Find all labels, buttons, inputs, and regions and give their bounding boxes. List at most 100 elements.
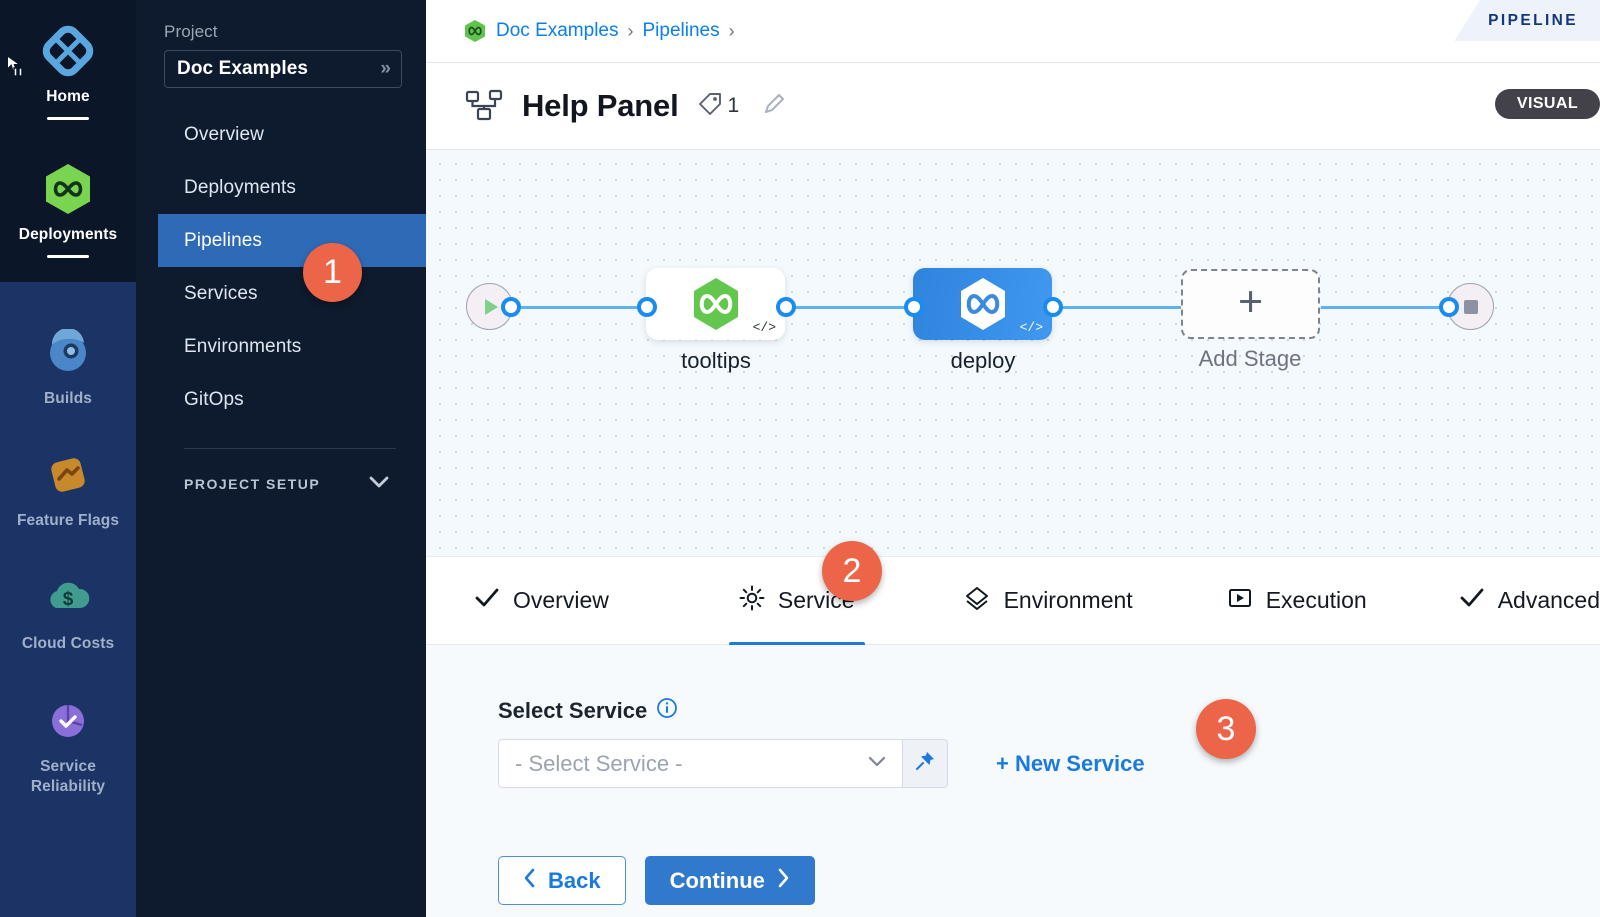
- tab-advanced[interactable]: Advanced: [1449, 557, 1600, 645]
- service-reliability-icon: [41, 694, 95, 748]
- add-stage-button[interactable]: +: [1181, 269, 1320, 339]
- pipeline-corner-tab: PIPELINE: [1454, 0, 1600, 41]
- continue-button-label: Continue: [669, 867, 765, 893]
- end-node-port[interactable]: [1439, 297, 1459, 317]
- check-icon: [1459, 587, 1485, 614]
- stage-tab-bar: Overview Service: [426, 557, 1600, 646]
- sidebar-label-environments: Environments: [184, 335, 302, 357]
- sidebar-nav: Overview Deployments Pipelines Services …: [136, 108, 426, 426]
- tooltips-input-port[interactable]: [637, 297, 657, 317]
- stop-square-icon: [1463, 299, 1478, 314]
- chevron-down-icon: [866, 754, 888, 773]
- project-label: Project: [164, 22, 218, 41]
- rail-underline-deployments: [47, 254, 89, 258]
- sidebar-label-gitops: GitOps: [184, 388, 244, 410]
- sidebar-divider: [184, 448, 396, 449]
- stage-node-deploy[interactable]: </>: [913, 268, 1052, 340]
- sidebar-item-environments[interactable]: Environments: [136, 320, 426, 373]
- chevron-left-icon: [523, 868, 537, 894]
- step-badge-1: 1: [303, 243, 362, 302]
- pipeline-corner-tab-label: PIPELINE: [1488, 11, 1578, 29]
- rail-label-deployments: Deployments: [18, 225, 118, 243]
- continue-button[interactable]: Continue: [644, 856, 815, 905]
- step-badge-2-number: 2: [842, 551, 862, 590]
- sidebar-label-pipelines: Pipelines: [184, 229, 263, 251]
- project-sidebar: Project Doc Examples » Overview Deployme…: [136, 0, 426, 917]
- sidebar-item-deployments[interactable]: Deployments: [136, 161, 426, 214]
- layers-diamond-icon: [963, 584, 991, 617]
- rail-label-service-reliability: Service Reliability: [30, 758, 106, 795]
- tag-indicator[interactable]: 1: [697, 91, 739, 122]
- sidebar-label-deployments: Deployments: [184, 176, 296, 198]
- new-service-link[interactable]: + New Service: [996, 750, 1145, 776]
- rail-label-builds: Builds: [44, 389, 92, 407]
- wire-deploy-to-add-stage: [1056, 306, 1181, 309]
- breadcrumb-item-0[interactable]: Doc Examples: [496, 20, 619, 41]
- service-config-panel: Select Service - Select Service -: [426, 645, 1600, 917]
- harness-hex-white-icon: [960, 278, 1005, 330]
- tag-icon: [697, 91, 723, 122]
- pipeline-canvas[interactable]: </> tooltips </> deploy + Add Stage: [426, 150, 1600, 557]
- rail-label-home: Home: [46, 88, 90, 105]
- rail-label-feature-flags: Feature Flags: [16, 512, 120, 530]
- stage-label-tooltips: tooltips: [681, 348, 751, 373]
- breadcrumb-item-1[interactable]: Pipelines: [642, 20, 720, 41]
- breadcrumb-separator-2: ›: [728, 20, 735, 41]
- mode-badge-visual[interactable]: VISUAL: [1494, 89, 1600, 119]
- sidebar-item-gitops[interactable]: GitOps: [136, 373, 426, 426]
- rail-item-builds[interactable]: Builds: [0, 306, 136, 429]
- sidebar-project-setup[interactable]: PROJECT SETUP: [136, 449, 426, 493]
- deploy-input-port[interactable]: [904, 297, 924, 317]
- project-selector-name: Doc Examples: [177, 58, 309, 79]
- pipeline-title-bar: Help Panel 1 VISUAL: [426, 62, 1600, 150]
- module-rail-bottom: Builds Feature Flags $: [0, 282, 136, 817]
- deploy-output-port[interactable]: [1043, 297, 1063, 317]
- plus-icon: +: [1237, 277, 1264, 326]
- tab-environment[interactable]: Environment: [953, 557, 1143, 645]
- pin-service-button[interactable]: [903, 739, 948, 788]
- main-area: Doc Examples › Pipelines › PIPELINE Help…: [426, 0, 1600, 917]
- tab-label-overview: Overview: [513, 587, 609, 613]
- chevron-right-icon: [776, 868, 790, 894]
- tab-overview[interactable]: Overview: [464, 557, 619, 645]
- wire-start-to-tooltips: [514, 306, 649, 309]
- sidebar-item-services[interactable]: Services: [136, 267, 426, 320]
- stage-label-deploy: deploy: [950, 348, 1016, 373]
- rail-item-feature-flags[interactable]: Feature Flags: [0, 428, 136, 551]
- tooltips-code-badge: </>: [752, 320, 776, 335]
- pencil-edit-icon[interactable]: [761, 91, 787, 122]
- deployments-harness-icon: [41, 162, 95, 216]
- breadcrumb-separator: ›: [627, 20, 634, 41]
- step-badge-3: 3: [1196, 699, 1256, 759]
- rail-item-service-reliability[interactable]: Service Reliability: [0, 674, 136, 817]
- back-button[interactable]: Back: [498, 856, 626, 905]
- sidebar-item-pipelines[interactable]: Pipelines: [158, 214, 426, 267]
- sidebar-item-overview[interactable]: Overview: [136, 108, 426, 161]
- module-rail: Home Deployments: [0, 0, 136, 917]
- step-badge-3-number: 3: [1216, 709, 1236, 748]
- rail-underline-home: [47, 116, 89, 120]
- tab-execution[interactable]: Execution: [1217, 557, 1377, 645]
- select-service-dropdown[interactable]: - Select Service -: [498, 739, 903, 788]
- info-circle-icon[interactable]: [656, 697, 678, 725]
- page-title: Help Panel: [522, 88, 679, 123]
- tooltips-output-port[interactable]: [776, 297, 796, 317]
- check-icon: [474, 587, 500, 614]
- select-service-label: Select Service: [498, 697, 1600, 725]
- stage-node-tooltips[interactable]: </>: [646, 268, 785, 340]
- project-selector[interactable]: Doc Examples »: [164, 50, 402, 88]
- harness-project-icon: [464, 19, 486, 43]
- mode-badge-label: VISUAL: [1516, 95, 1578, 112]
- select-service-label-text: Select Service: [498, 698, 648, 723]
- start-node-port[interactable]: [501, 297, 521, 317]
- cloud-costs-icon: $: [41, 571, 95, 625]
- rail-item-home[interactable]: Home: [0, 10, 136, 126]
- gear-icon: [739, 585, 765, 616]
- rail-item-cloud-costs[interactable]: $ Cloud Costs: [0, 551, 136, 674]
- wizard-button-row: Back Continue: [498, 856, 1600, 905]
- rail-item-deployments[interactable]: Deployments: [0, 126, 136, 264]
- sidebar-project-setup-label: PROJECT SETUP: [184, 476, 321, 492]
- chevron-down-icon: [368, 475, 390, 493]
- feature-flags-icon: [41, 448, 95, 502]
- tab-service[interactable]: Service: [728, 557, 865, 646]
